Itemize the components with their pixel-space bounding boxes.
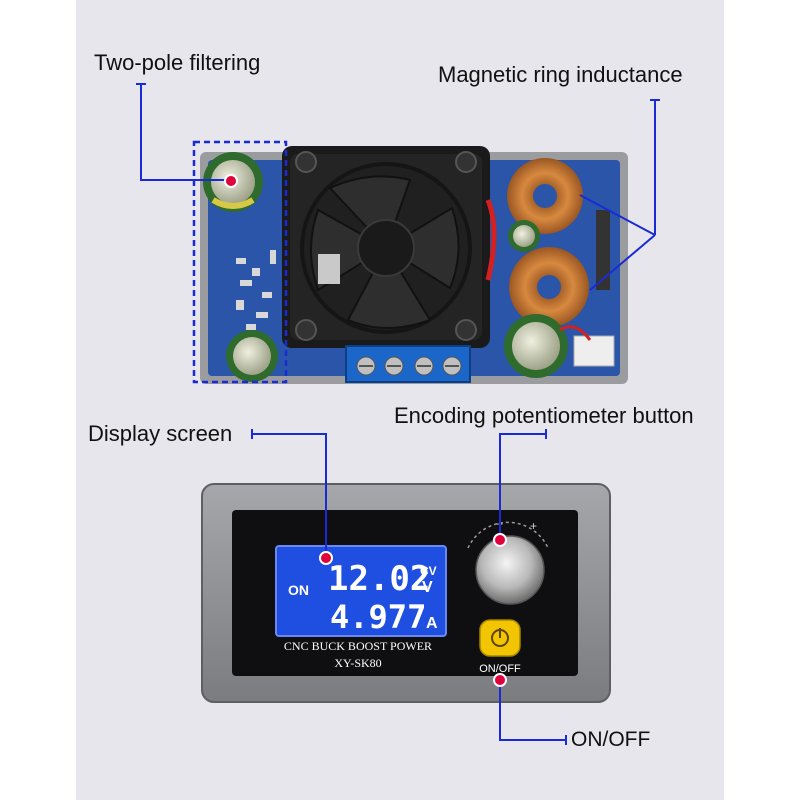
marker-two-pole — [224, 174, 238, 188]
lcd-screen — [275, 545, 447, 637]
callout-lines-bottom — [251, 429, 567, 745]
label-encoding-potentiometer: Encoding potentiometer button — [394, 403, 694, 428]
lcd-voltage-unit: V — [422, 579, 433, 596]
inductor-bottom — [509, 247, 589, 327]
callout-line-two-pole — [140, 84, 230, 181]
capacitor-bottom-right — [504, 314, 568, 378]
knob-plus-label: + — [530, 519, 537, 533]
capacitor-small-right — [508, 220, 540, 252]
callout-lines-top — [136, 83, 660, 291]
inductor-top — [507, 158, 583, 234]
panel-model: XY-SK80 — [334, 656, 381, 670]
red-wire — [485, 199, 497, 281]
callout-line-display — [252, 433, 327, 558]
pin-header — [596, 210, 610, 290]
panel-title: CNC BUCK BOOST POWER — [284, 639, 432, 653]
lcd-mode: CV — [420, 564, 437, 578]
marker-onoff — [493, 673, 507, 687]
lcd-on-text: ON — [288, 582, 309, 598]
callout-line-encoder — [499, 433, 546, 538]
power-button[interactable] — [479, 619, 521, 657]
smd-components — [236, 250, 276, 330]
label-on-off: ON/OFF — [571, 728, 651, 751]
cooling-fan — [282, 146, 490, 348]
lcd-current: 4.977 — [330, 598, 426, 636]
lcd-voltage: 12.02 — [328, 559, 430, 599]
marker-encoder — [493, 533, 507, 547]
filter-highlight-box — [192, 140, 288, 384]
power-button-label: ON/OFF — [479, 663, 521, 675]
encoder-knob[interactable] — [467, 521, 549, 605]
marker-display — [319, 551, 333, 565]
label-display-screen: Display screen — [88, 421, 233, 446]
lcd-current-unit: A — [426, 615, 438, 632]
terminal-block — [345, 345, 471, 383]
pcb-module — [200, 146, 628, 384]
wire-connector — [573, 335, 615, 367]
callout-line-onoff — [499, 680, 566, 741]
label-magnetic-ring-inductance: Magnetic ring inductance — [438, 62, 683, 87]
capacitor-bottom-left — [226, 330, 278, 382]
label-two-pole-filtering: Two-pole filtering — [94, 50, 261, 75]
